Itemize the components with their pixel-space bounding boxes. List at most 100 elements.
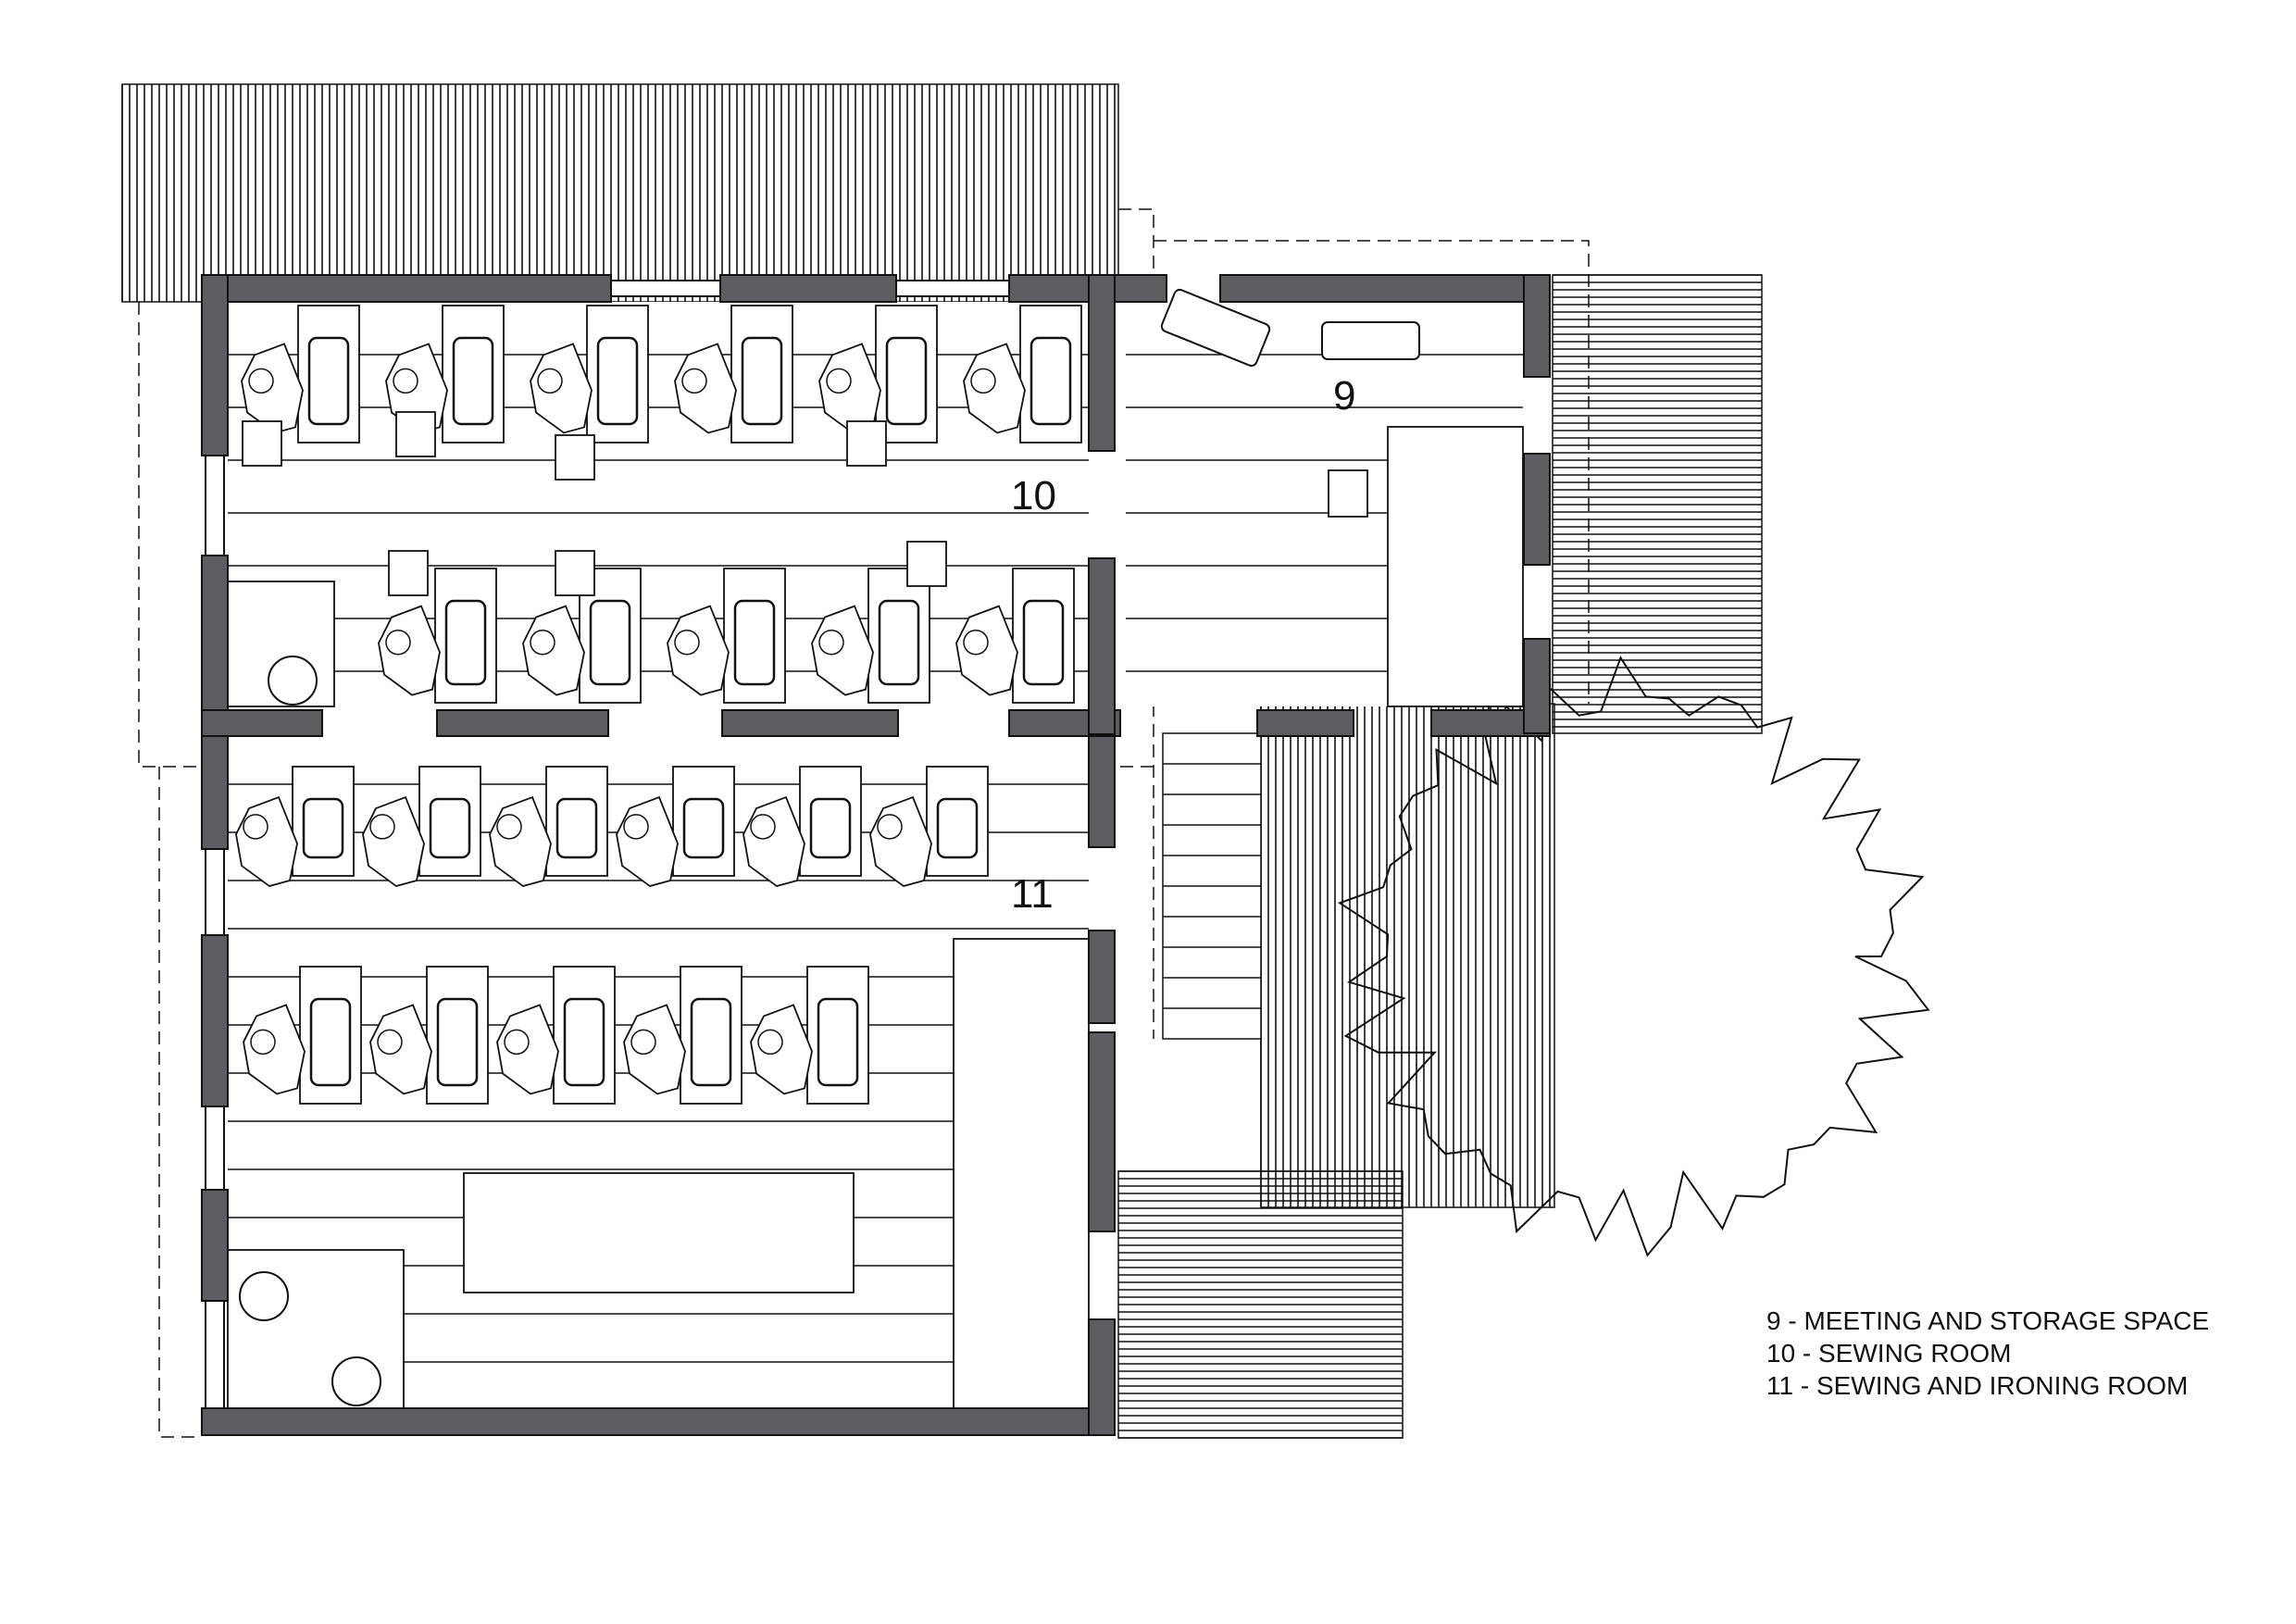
window	[205, 848, 225, 936]
wall-segment	[201, 709, 323, 737]
room-10-top-operator	[963, 343, 1026, 434]
room-10-bottom-sewing-machine	[1022, 599, 1065, 686]
room-11-top-operator-head	[369, 814, 395, 840]
room-11-top-sewing-machine	[429, 797, 471, 859]
stool	[242, 420, 282, 467]
wall-segment	[436, 709, 609, 737]
wall-segment	[201, 934, 229, 1107]
ironing-counter	[953, 938, 1090, 1409]
room-11-bottom-operator-head	[630, 1029, 656, 1056]
room-10-top-sewing-machine	[885, 336, 928, 426]
room-11-top-operator	[869, 795, 932, 888]
sewing-machine	[1321, 321, 1420, 360]
room-10-bottom-operator-head	[674, 630, 700, 656]
room-label-11: 11	[1011, 871, 1054, 917]
wall-segment	[1088, 1318, 1116, 1436]
wall-segment	[201, 1407, 1108, 1436]
sewing-machine	[1160, 288, 1271, 368]
room-11-bottom-operator-head	[250, 1029, 276, 1056]
room-11-bottom-sewing-machine	[309, 997, 352, 1087]
room-10-top-operator-head	[681, 368, 707, 394]
room-11-top-sewing-machine	[936, 797, 979, 859]
room-11-bottom-operator	[496, 1004, 559, 1095]
wall-segment	[1088, 1031, 1116, 1232]
room-11-bottom-operator-head	[757, 1029, 783, 1056]
wall-segment	[1088, 735, 1116, 848]
wall-segment	[1088, 274, 1116, 452]
room-10-top-sewing-machine	[596, 336, 639, 426]
room-11-top-sewing-machine	[555, 797, 598, 859]
room-11-top-operator-head	[623, 814, 649, 840]
roof-hatch-border	[121, 83, 1119, 303]
room-11-bottom-sewing-machine	[690, 997, 732, 1087]
wall-segment	[721, 709, 899, 737]
room-10-bottom-sewing-machine	[589, 599, 631, 686]
room-11-top-operator-head	[750, 814, 776, 840]
wall-segment	[201, 1189, 229, 1302]
room-10-top-sewing-machine	[452, 336, 494, 426]
bin	[239, 1271, 289, 1321]
room-10-bottom-sewing-machine	[878, 599, 920, 686]
window	[205, 1106, 225, 1191]
room-label-10: 10	[1011, 473, 1056, 518]
room-11-top-operator	[489, 795, 552, 888]
window	[205, 455, 225, 556]
wall-segment	[1088, 557, 1116, 735]
roof-outline-dashed	[158, 767, 202, 1438]
furniture	[227, 288, 1524, 1409]
room-10-top-sewing-machine	[307, 336, 350, 426]
room-11-bottom-operator	[243, 1004, 306, 1095]
room-10-bottom-operator	[955, 605, 1018, 696]
room-10-bottom-operator	[522, 605, 585, 696]
room-10-bottom-operator	[667, 605, 730, 696]
room-10-bottom-operator	[811, 605, 874, 696]
room-10-bottom-operator	[378, 605, 441, 696]
room-11-top-sewing-machine	[302, 797, 344, 859]
room-10-bottom-operator-head	[385, 630, 411, 656]
room-11-top-operator	[235, 795, 298, 888]
room-11-top-operator	[742, 795, 805, 888]
room-10-top-operator	[530, 343, 593, 434]
room-10-top-operator-head	[826, 368, 852, 394]
tree-outline	[1337, 656, 1930, 1257]
wall-segment	[201, 274, 612, 303]
legend-item-9: 9 - MEETING AND STORAGE SPACE	[1766, 1306, 2209, 1335]
room-10-bottom-operator-head	[818, 630, 844, 656]
wall-segment	[201, 274, 229, 456]
stool	[846, 420, 887, 467]
wall-segment	[1523, 274, 1551, 378]
stool	[388, 550, 429, 596]
room-11-bottom-sewing-machine	[563, 997, 605, 1087]
bin	[331, 1356, 381, 1406]
stool	[1328, 469, 1368, 518]
room-11-bottom-operator	[623, 1004, 686, 1095]
wall-segment	[1523, 453, 1551, 566]
room-11-bottom-operator	[369, 1004, 432, 1095]
room-10-floor	[228, 302, 1089, 706]
legend: 9 - MEETING AND STORAGE SPACE 10 - SEWIN…	[1766, 1306, 2209, 1400]
room-10-bottom-operator-head	[530, 630, 555, 656]
room-10-top-sewing-machine	[741, 336, 783, 426]
room-10-top-sewing-machine	[1029, 336, 1072, 426]
room-11-top-sewing-machine	[682, 797, 725, 859]
room-11-top-operator-head	[877, 814, 903, 840]
stool	[555, 434, 595, 481]
room-10-top-operator-head	[393, 368, 418, 394]
cabinet	[227, 581, 335, 707]
walls	[201, 274, 1551, 1436]
room-11-bottom-operator-head	[504, 1029, 530, 1056]
legend-item-10: 10 - SEWING ROOM	[1766, 1339, 2011, 1368]
room-10-bottom-operator-head	[963, 630, 989, 656]
storage-cabinet	[227, 1249, 405, 1409]
wall-segment	[201, 555, 229, 737]
cutting-table	[463, 1172, 855, 1293]
room-11-bottom-operator-head	[377, 1029, 403, 1056]
tree-canopy	[1337, 656, 1930, 1257]
room-10-bottom-sewing-machine	[733, 599, 776, 686]
room-10-top-operator-head	[970, 368, 996, 394]
window	[610, 280, 721, 297]
room-10-top-operator-head	[248, 368, 274, 394]
wall-segment	[1523, 638, 1551, 734]
wall-segment	[1256, 709, 1354, 737]
